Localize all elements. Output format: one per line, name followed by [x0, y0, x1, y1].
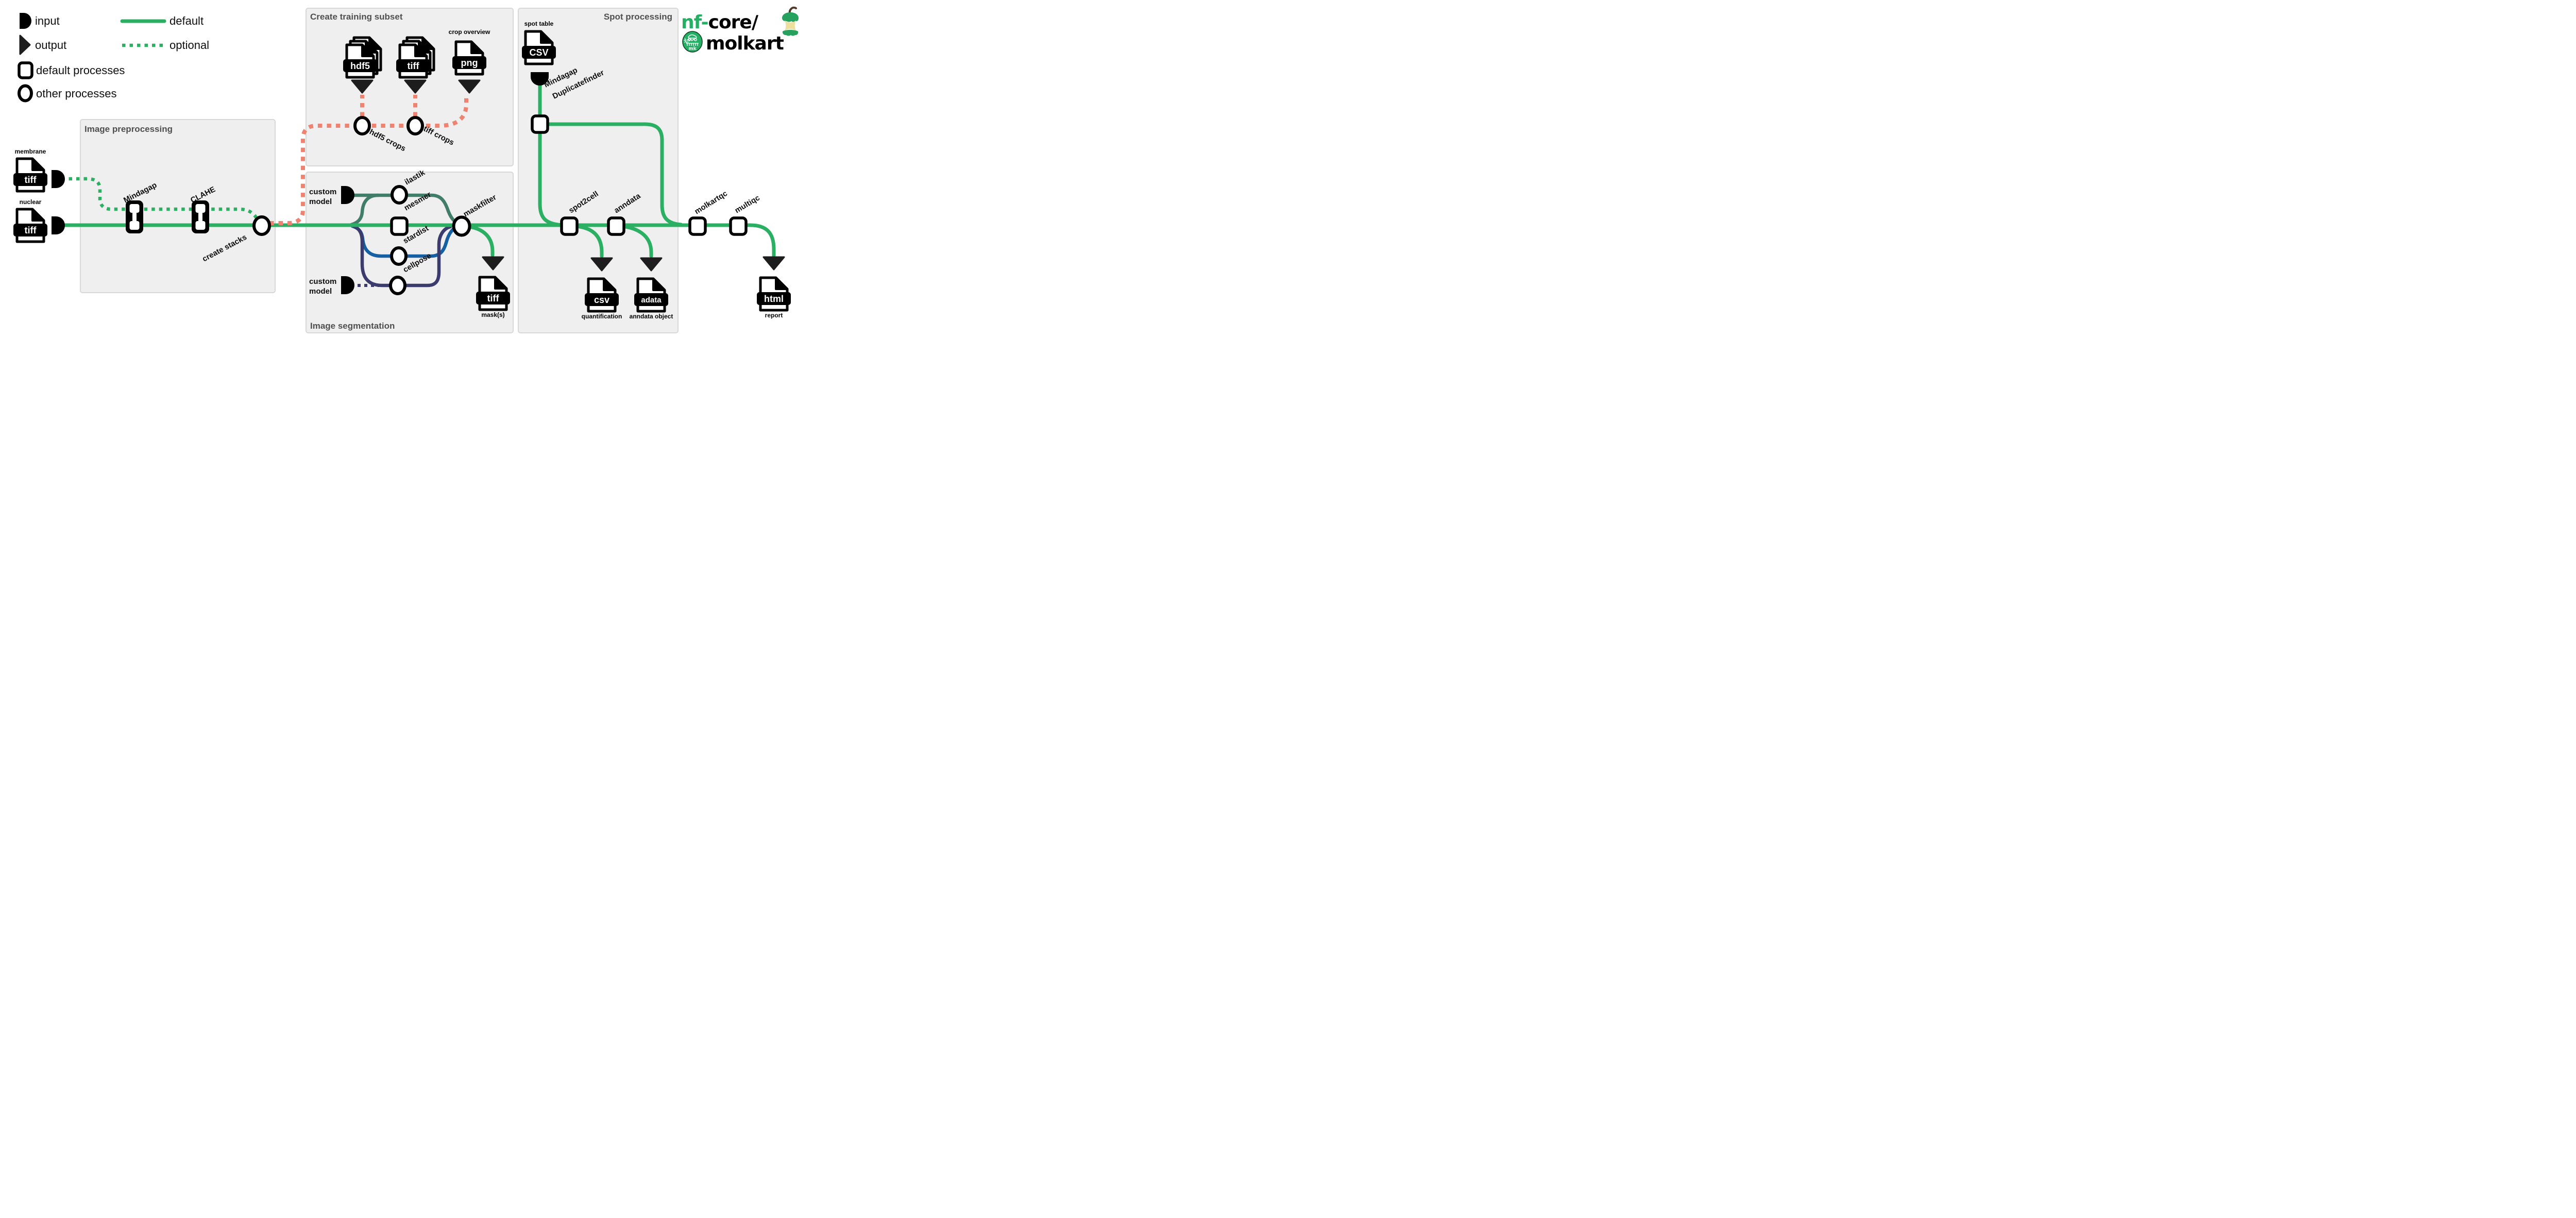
edge-duplicatefinder-to-molkartqc [544, 122, 683, 227]
node-stardist [390, 246, 408, 266]
legend-other-processes-label: other processes [36, 87, 117, 100]
legend-default-label: default [170, 14, 204, 27]
file-nuclear-caption: nuclear [20, 198, 42, 206]
edge-ilastik-branch [349, 193, 380, 227]
file-html: html [757, 278, 791, 310]
file-masks-caption: mask(s) [481, 311, 504, 318]
file-adata-caption: anndata object [630, 313, 673, 320]
node-molkartqc [688, 216, 707, 236]
file-quantification-csv: csv [585, 279, 619, 311]
file-hdf5-type: hdf5 [350, 61, 370, 71]
node-maskfilter [452, 215, 471, 237]
label-molkartqc: molkartqc [693, 189, 729, 216]
label-multiqc: multiqc [733, 193, 761, 215]
legend-default-processes-label: default processes [36, 64, 125, 77]
file-adata-type: adata [641, 296, 662, 304]
legend-input-label: input [35, 14, 60, 27]
file-icons: tiff membrane tiff nuclear hdf5 tiff png… [13, 20, 791, 320]
node-anndata [607, 216, 625, 236]
edge-training-optional [269, 96, 468, 225]
process-nodes [126, 114, 748, 295]
legend-output-label: output [35, 39, 66, 52]
node-tiff-crops [406, 116, 424, 136]
legend: input output default processes other pro… [18, 13, 209, 103]
edge-membrane-optional [61, 177, 259, 220]
legend-input-icon [20, 13, 31, 29]
file-membrane-type: tiff [25, 175, 37, 185]
file-tiffcrops-type: tiff [408, 61, 420, 71]
logo-molkart: molkart [706, 33, 784, 54]
node-mindagap [126, 200, 143, 233]
box-title-create-training-subset: Create training subset [310, 12, 403, 22]
molkart-badge-icon: mk [682, 31, 703, 53]
file-spot-table-type: CSV [529, 47, 548, 58]
file-membrane-caption: membrane [15, 148, 46, 155]
svg-text:custom: custom [309, 188, 336, 196]
node-ilastik [391, 185, 408, 205]
apple-core-icon [782, 6, 799, 36]
node-multiqc [729, 216, 748, 236]
node-clahe [192, 200, 209, 233]
input-nuclear [52, 216, 65, 234]
file-html-caption: report [765, 312, 783, 319]
file-html-type: html [764, 294, 784, 304]
file-nuclear-type: tiff [25, 225, 37, 235]
file-membrane-tiff: tiff [13, 159, 47, 191]
logo-text-line1: nf-core/ [681, 12, 759, 33]
legend-other-process-icon [18, 84, 33, 103]
node-mesmer [390, 216, 409, 236]
file-quantification-caption: quantification [582, 313, 622, 320]
edge-cellpose-path [352, 225, 452, 287]
svg-text:model: model [309, 197, 332, 206]
legend-default-process-icon [18, 61, 33, 79]
node-hdf5-crops [353, 116, 371, 136]
box-title-image-preprocessing: Image preprocessing [84, 124, 173, 134]
legend-output-icon [19, 35, 31, 55]
edge-spot2cell-to-quantification [574, 224, 604, 258]
label-custom-model-bottom: custom model [309, 277, 336, 296]
node-cellpose [389, 276, 406, 295]
file-png-caption: crop overview [449, 28, 490, 36]
file-adata: adata [634, 279, 668, 311]
box-title-spot-processing: Spot processing [604, 12, 672, 22]
node-create-stacks [252, 215, 271, 236]
edge-anndata-to-object [619, 224, 653, 258]
output-arrow-report [762, 256, 785, 270]
box-image-segmentation [306, 172, 514, 333]
diagram-svg: Image preprocessing Create training subs… [13, 6, 799, 333]
svg-text:model: model [309, 287, 332, 296]
edges [59, 82, 776, 287]
file-tiff-stack: tiff [396, 38, 434, 77]
box-spot-processing [518, 8, 679, 333]
node-mindagap-duplicatefinder [531, 114, 549, 134]
file-masks-type: tiff [487, 293, 500, 303]
file-spot-table-csv: CSV [522, 31, 556, 64]
input-membrane [52, 170, 65, 188]
logo-core: core/ [708, 12, 759, 33]
file-nuclear-tiff: tiff [13, 209, 47, 242]
file-spot-table-caption: spot table [524, 20, 554, 27]
logo-mk: mk [688, 46, 697, 52]
pipeline-diagram: Image preprocessing Create training subs… [0, 0, 808, 340]
label-custom-model-top: custom model [309, 188, 336, 206]
svg-text:custom: custom [309, 277, 336, 286]
box-title-image-segmentation: Image segmentation [310, 321, 395, 331]
box-image-preprocessing [80, 119, 276, 293]
file-png-type: png [461, 58, 478, 68]
file-hdf5-stack: hdf5 [343, 38, 381, 77]
edge-main-default [59, 223, 776, 258]
logo: nf-core/ mk molkart [681, 6, 799, 54]
file-png: png [452, 42, 486, 74]
logo-nf: nf- [681, 12, 708, 33]
legend-optional-label: optional [170, 39, 209, 52]
file-quantification-type: csv [594, 295, 609, 305]
edge-maskfilter-to-masks [467, 225, 495, 257]
file-masks-tiff: tiff [476, 277, 510, 310]
node-spot2cell [560, 216, 579, 236]
